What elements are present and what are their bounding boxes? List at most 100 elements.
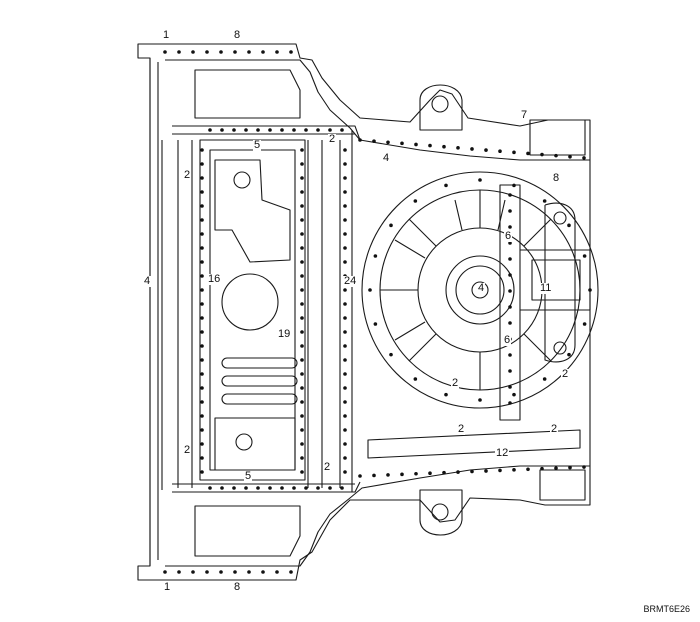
- weld-dot: [582, 465, 586, 469]
- weld-dot: [582, 156, 586, 160]
- weld-dot: [498, 149, 502, 153]
- cross-member-right: [307, 130, 353, 492]
- weld-dot: [300, 274, 304, 278]
- callout-label: 8: [233, 29, 242, 41]
- weld-dot: [373, 254, 378, 258]
- weld-points: [163, 50, 592, 574]
- callout-label: 11: [539, 282, 553, 294]
- weld-dot: [191, 50, 195, 54]
- weld-dot: [304, 486, 308, 490]
- weld-dot: [512, 183, 516, 188]
- weld-dot: [414, 142, 418, 147]
- weld-dot: [300, 358, 304, 362]
- weld-dot: [300, 330, 304, 334]
- weld-dot: [508, 321, 512, 325]
- weld-dot: [343, 358, 347, 362]
- weld-dot: [300, 372, 304, 376]
- weld-dot: [205, 570, 209, 574]
- weld-dot: [200, 232, 204, 236]
- weld-dot: [542, 199, 547, 203]
- weld-dot: [343, 176, 347, 180]
- weld-dot: [233, 50, 237, 54]
- weld-dot: [205, 50, 209, 54]
- access-hole: [221, 273, 279, 331]
- weld-dot: [389, 223, 393, 228]
- top-reinforcement: [165, 59, 590, 161]
- callout-label: 5: [253, 139, 262, 151]
- spare-wheel-well-outer: [361, 171, 599, 409]
- weld-dot: [343, 302, 347, 306]
- weld-dot: [200, 218, 204, 222]
- callout-label: 6: [503, 334, 512, 346]
- weld-dot: [568, 155, 572, 159]
- weld-dot: [508, 353, 512, 357]
- weld-dot: [300, 414, 304, 418]
- weld-dot: [200, 176, 204, 180]
- weld-dot: [200, 400, 204, 404]
- weld-dot: [567, 352, 571, 357]
- callout-label: 5: [244, 470, 253, 482]
- weld-dot: [389, 352, 393, 357]
- cross-member-left: [177, 140, 193, 488]
- weld-dot: [328, 128, 332, 132]
- weld-dot: [200, 246, 204, 250]
- callout-label: 2: [451, 377, 460, 389]
- weld-dot: [200, 288, 204, 292]
- weld-dot: [343, 260, 347, 264]
- callout-label: 16: [207, 273, 222, 285]
- weld-dot: [200, 470, 204, 474]
- weld-dot: [512, 150, 516, 155]
- weld-dot: [343, 246, 347, 250]
- weld-dot: [428, 471, 432, 476]
- callout-label: 4: [382, 152, 391, 164]
- weld-dot: [340, 128, 344, 132]
- weld-dot: [208, 486, 212, 490]
- weld-dot: [343, 218, 347, 222]
- weld-dot: [244, 486, 248, 490]
- weld-dot: [372, 473, 376, 478]
- weld-dot: [470, 469, 474, 474]
- weld-dot: [343, 232, 347, 236]
- weld-dot: [340, 486, 344, 490]
- weld-dot: [208, 128, 212, 132]
- weld-dot: [343, 190, 347, 194]
- weld-dot: [177, 570, 181, 574]
- weld-dot: [413, 199, 418, 203]
- weld-dot: [442, 144, 446, 149]
- weld-dot: [343, 470, 347, 474]
- weld-dot: [343, 162, 347, 166]
- weld-dot: [244, 128, 248, 132]
- callout-label: 6: [504, 230, 513, 242]
- weld-dot: [200, 414, 204, 418]
- weld-dot: [343, 372, 347, 376]
- weld-dot: [268, 128, 272, 132]
- weld-dot: [343, 330, 347, 334]
- weld-dot: [343, 316, 347, 320]
- weld-dot: [540, 466, 544, 471]
- callout-label: 4: [143, 275, 152, 287]
- weld-dot: [444, 392, 448, 397]
- weld-dot: [498, 468, 502, 473]
- weld-dot: [358, 474, 362, 478]
- weld-dot: [289, 50, 293, 54]
- weld-dot: [163, 570, 167, 574]
- weld-dot: [508, 209, 512, 213]
- weld-dot: [508, 257, 512, 261]
- weld-dot: [386, 473, 390, 477]
- weld-dot: [268, 486, 272, 490]
- weld-dot: [300, 344, 304, 348]
- weld-dot: [470, 147, 474, 151]
- weld-dot: [200, 260, 204, 264]
- callout-label: 2: [561, 368, 570, 380]
- weld-dot: [456, 146, 460, 150]
- weld-dot: [343, 428, 347, 432]
- weld-dot: [200, 204, 204, 208]
- weld-dot: [200, 372, 204, 376]
- weld-dot: [300, 190, 304, 194]
- weld-dot: [582, 322, 587, 326]
- weld-dot: [484, 469, 488, 473]
- weld-dot: [300, 204, 304, 208]
- weld-dot: [428, 143, 432, 148]
- weld-dot: [300, 218, 304, 222]
